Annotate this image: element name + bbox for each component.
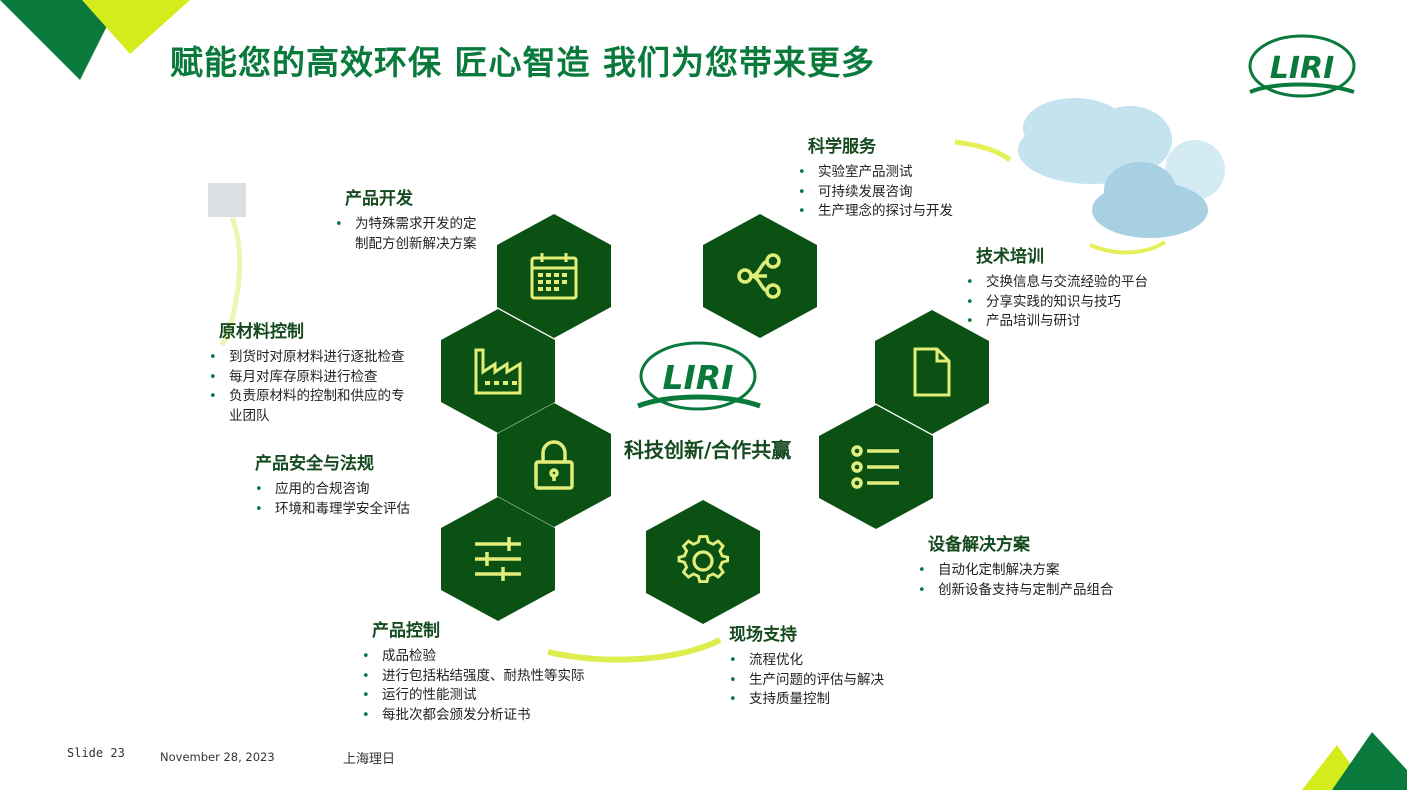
tag-shape: [208, 183, 246, 217]
section-product-development: 产品开发 为特殊需求开发的定 制配方创新解决方案: [335, 184, 535, 254]
list-item: 实验室产品测试: [798, 163, 998, 183]
list-item: 为特殊需求开发的定: [335, 215, 535, 235]
liri-logo: LIRI: [1248, 34, 1356, 98]
section-heading: 原材料控制: [219, 322, 304, 342]
gear-icon: [677, 535, 730, 584]
section-heading: 产品控制: [372, 621, 440, 641]
list-item-continued: 制配方创新解决方案: [355, 235, 477, 252]
hex-gear: [646, 500, 760, 624]
section-science-service: 科学服务 实验室产品测试 可持续发展咨询 生产理念的探讨与开发: [798, 132, 998, 222]
list-icon: [851, 445, 899, 489]
list-item: 可持续发展咨询: [798, 183, 998, 203]
list-item: 进行包括粘结强度、耐热性等实际: [362, 667, 632, 687]
footer-slide-number: Slide 23: [67, 746, 125, 760]
section-heading: 产品安全与法规: [255, 454, 374, 474]
list-item: 每月对库存原料进行检查: [209, 368, 449, 388]
list-item: 自动化定制解决方案: [918, 561, 1158, 581]
page-title: 赋能您的高效环保 匠心智造 我们为您带来更多: [170, 43, 875, 82]
list-item: 每批次都会颁发分析证书: [362, 706, 632, 726]
list-item: 负责原材料的控制和供应的专: [209, 387, 449, 407]
section-heading: 技术培训: [976, 247, 1044, 267]
cloud-decoration: [1018, 98, 1225, 238]
lock-icon: [534, 440, 574, 490]
corner-decoration-bottom-right: [1302, 732, 1407, 790]
list-item: 应用的合规咨询: [255, 480, 475, 500]
section-onsite-support: 现场支持 流程优化 生产问题的评估与解决 支持质量控制: [729, 620, 929, 710]
footer-company: 上海理日: [343, 752, 396, 767]
section-safety-regulation: 产品安全与法规 应用的合规咨询 环境和毒理学安全评估: [255, 449, 475, 519]
share-icon: [737, 253, 781, 299]
center-caption: 科技创新/合作共赢: [624, 438, 792, 462]
list-item: 成品检验: [362, 647, 632, 667]
section-equipment-solutions: 设备解决方案 自动化定制解决方案 创新设备支持与定制产品组合: [918, 530, 1158, 600]
section-heading: 产品开发: [345, 189, 413, 209]
sliders-icon: [475, 537, 521, 581]
footer-date: November 28, 2023: [160, 750, 275, 764]
section-raw-material-control: 原材料控制 到货时对原材料进行逐批检查 每月对库存原料进行检查 负责原材料的控制…: [209, 317, 449, 426]
svg-text:LIRI: LIRI: [1270, 51, 1335, 86]
list-item-continued: 业团队: [229, 407, 270, 424]
center-liri-logo: LIRI: [637, 341, 761, 411]
section-heading: 设备解决方案: [928, 535, 1030, 555]
document-icon: [913, 347, 951, 397]
list-item: 创新设备支持与定制产品组合: [918, 581, 1158, 601]
svg-text:LIRI: LIRI: [663, 358, 734, 397]
section-technical-training: 技术培训 交换信息与交流经验的平台 分享实践的知识与技巧 产品培训与研讨: [966, 242, 1186, 332]
list-item: 生产问题的评估与解决: [729, 671, 929, 691]
section-product-control: 产品控制 成品检验 进行包括粘结强度、耐热性等实际 运行的性能测试 每批次都会颁…: [362, 616, 632, 725]
section-heading: 科学服务: [808, 137, 876, 157]
list-item: 分享实践的知识与技巧: [966, 293, 1186, 313]
list-item: 生产理念的探讨与开发: [798, 202, 998, 222]
list-item: 流程优化: [729, 651, 929, 671]
calendar-icon: [530, 253, 578, 300]
list-item: 交换信息与交流经验的平台: [966, 273, 1186, 293]
list-item: 支持质量控制: [729, 690, 929, 710]
section-heading: 现场支持: [729, 625, 797, 645]
corner-decoration-top-left: [0, 0, 190, 80]
list-item: 运行的性能测试: [362, 686, 632, 706]
list-item: 到货时对原材料进行逐批检查: [209, 348, 449, 368]
factory-icon: [474, 348, 522, 395]
list-item: 产品培训与研讨: [966, 312, 1186, 332]
list-item: 环境和毒理学安全评估: [255, 500, 475, 520]
hex-share: [703, 214, 817, 338]
